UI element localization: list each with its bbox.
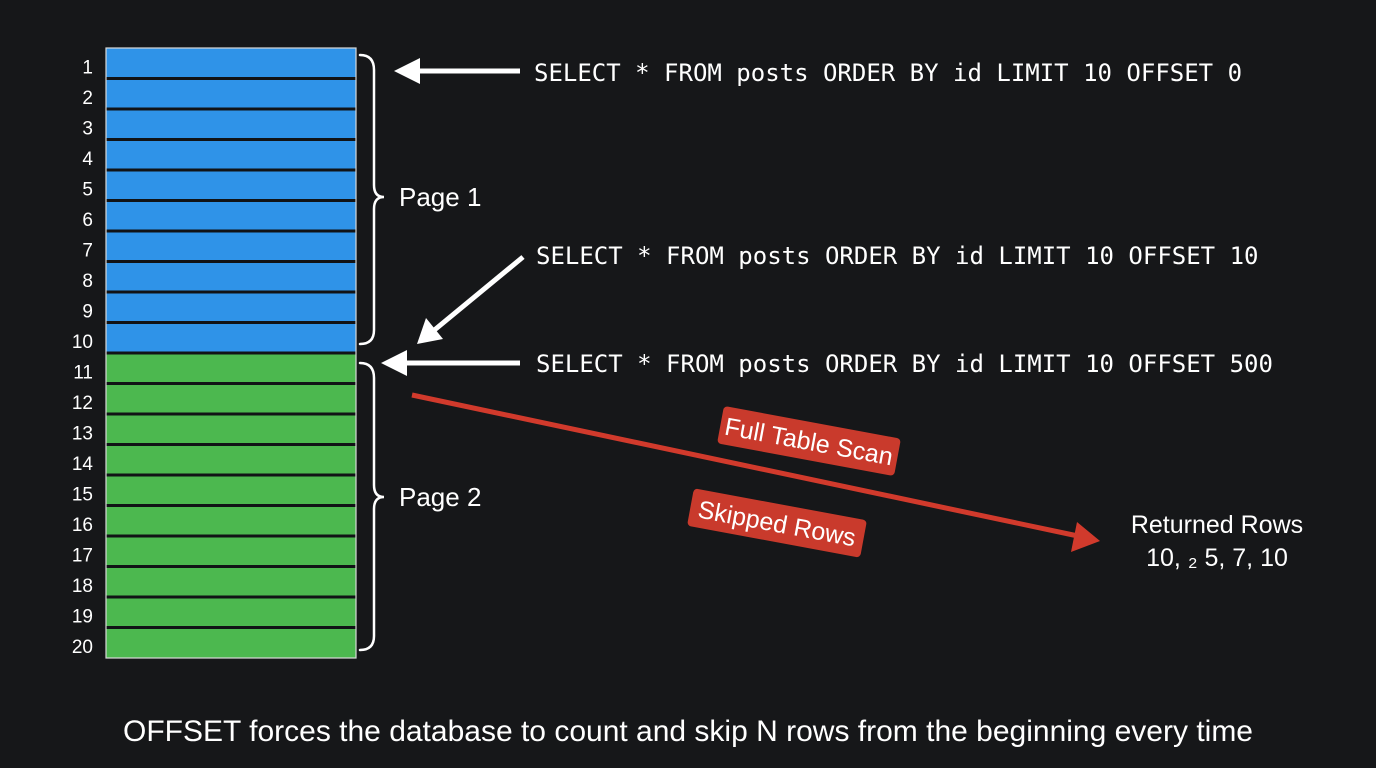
row-separator (106, 229, 356, 233)
table-row-2 (106, 78, 356, 109)
table-row-5 (106, 170, 356, 201)
query-offset-0: SELECT * FROM posts ORDER BY id LIMIT 10… (534, 59, 1242, 87)
row-number-19: 19 (72, 606, 93, 627)
row-number-18: 18 (72, 576, 93, 597)
table-row-9 (106, 292, 356, 323)
table-row-7 (106, 231, 356, 262)
row-number-4: 4 (82, 149, 93, 170)
table-row-15 (106, 475, 356, 506)
table-row-18 (106, 566, 356, 597)
returned-rows-title: Returned Rows (1131, 511, 1303, 539)
row-separator (106, 168, 356, 172)
table-row-16 (106, 505, 356, 536)
returned-rows-values: 10, ₂ 5, 7, 10 (1146, 544, 1288, 572)
full-table-scan-tag-bg (717, 406, 901, 476)
row-separator (106, 473, 356, 477)
row-separator (106, 199, 356, 202)
row-number-3: 3 (82, 118, 93, 139)
row-number-14: 14 (72, 454, 94, 475)
row-number-7: 7 (82, 240, 93, 261)
full-table-scan-label: Full Table Scan (722, 413, 895, 472)
table-border (105, 47, 357, 659)
row-number-8: 8 (82, 271, 93, 292)
query-offset-10: SELECT * FROM posts ORDER BY id LIMIT 10… (536, 242, 1258, 270)
table-row-6 (106, 200, 356, 231)
table-row-11 (106, 353, 356, 384)
row-separator (106, 77, 356, 80)
row-number-2: 2 (82, 88, 93, 109)
table-row-3 (106, 109, 356, 140)
row-number-12: 12 (72, 393, 93, 414)
table-row-19 (106, 597, 356, 628)
row-separator (106, 626, 356, 629)
table-row-4 (106, 139, 356, 170)
row-separator (106, 504, 356, 507)
row-separator (106, 595, 356, 599)
row-separator (106, 138, 356, 141)
row-number-20: 20 (72, 637, 93, 658)
row-separator (106, 534, 356, 538)
table-row-20 (106, 627, 356, 658)
row-separator (106, 290, 356, 294)
skipped-rows-tag: Skipped Rows (687, 488, 867, 558)
row-number-9: 9 (82, 301, 93, 322)
skipped-rows-tag-bg (687, 488, 867, 558)
row-separator (106, 412, 356, 416)
table-row-8 (106, 261, 356, 292)
row-separator (106, 260, 356, 263)
table-row-1 (106, 48, 356, 79)
table-row-10 (106, 322, 356, 353)
page-2-brace (358, 361, 385, 652)
row-number-10: 10 (72, 332, 93, 353)
offset-500-arrowhead (381, 350, 407, 376)
row-separator (106, 443, 356, 446)
row-separator (106, 565, 356, 568)
row-separator (106, 351, 356, 355)
table-row-17 (106, 536, 356, 567)
offset-0-arrowhead (394, 58, 420, 84)
row-number-13: 13 (72, 423, 93, 444)
table-row-12 (106, 383, 356, 414)
page-1-brace (358, 53, 385, 346)
offset-10-arrowhead (417, 318, 443, 344)
table-row-14 (106, 444, 356, 475)
row-separator (106, 107, 356, 111)
full-scan-arrow (411, 392, 1079, 539)
row-number-16: 16 (72, 515, 93, 536)
row-separator (106, 321, 356, 324)
page-1-label: Page 1 (399, 182, 481, 212)
table-rows (106, 48, 356, 658)
offset-10-arrow (430, 255, 525, 334)
row-number-15: 15 (72, 484, 93, 505)
row-number-17: 17 (72, 545, 93, 566)
row-number-1: 1 (82, 57, 93, 78)
caption: OFFSET forces the database to count and … (123, 715, 1253, 748)
row-number-11: 11 (73, 362, 93, 383)
table-row-13 (106, 414, 356, 445)
row-number-5: 5 (82, 179, 93, 200)
row-separator (106, 382, 356, 385)
full-scan-arrowhead (1071, 522, 1100, 552)
row-number-6: 6 (82, 210, 93, 231)
page-2-label: Page 2 (399, 482, 481, 512)
query-offset-500: SELECT * FROM posts ORDER BY id LIMIT 10… (536, 350, 1273, 378)
